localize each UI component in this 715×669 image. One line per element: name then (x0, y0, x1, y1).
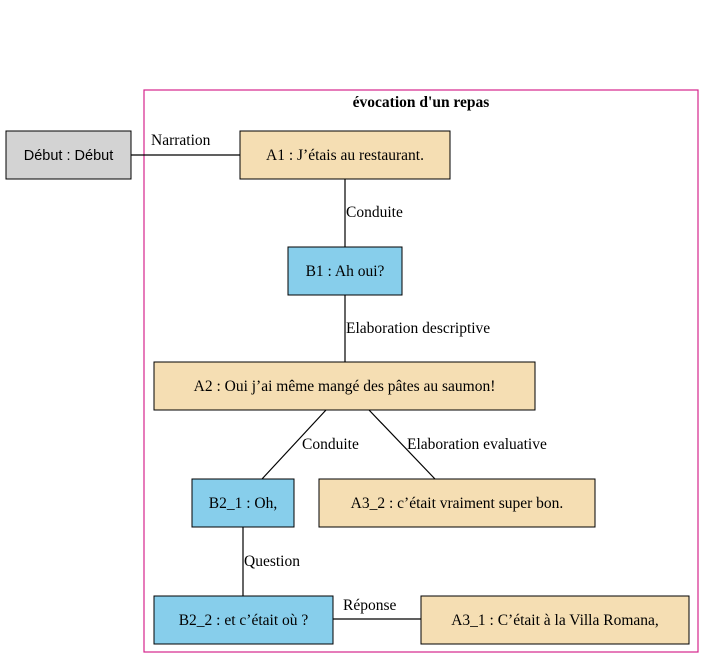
node-debut-box (5, 130, 132, 180)
node-b1[interactable]: B1 : Ah oui? (287, 246, 403, 296)
edge-label-narration: Narration (151, 132, 211, 149)
node-debut-label: Début : Début (24, 148, 113, 164)
node-a3-2-box (318, 478, 596, 528)
cluster-evocation-repas: évocation d'un repas (143, 89, 699, 653)
edge-label-conduite-1: Conduite (346, 204, 403, 221)
cluster-title: évocation d'un repas (353, 94, 490, 111)
node-b2-1[interactable]: B2_1 : Oh, (191, 478, 295, 528)
cluster-border (143, 89, 699, 653)
edge-label-conduite-2: Conduite (302, 436, 359, 453)
edge-label-elaboration-descriptive: Elaboration descriptive (346, 320, 490, 337)
node-a1[interactable]: A1 : J’étais au restaurant. (239, 130, 451, 180)
node-b2-2-box (153, 595, 334, 645)
edge-a2-b2-1 (261, 409, 327, 480)
node-debut[interactable]: Début : Début (5, 130, 132, 180)
edges (131, 154, 436, 620)
nodes: Début : Début A1 : J’étais au restaurant… (5, 130, 690, 645)
node-b2-2[interactable]: B2_2 : et c’était où ? (153, 595, 334, 645)
edge-label-elaboration-evaluative: Elaboration evaluative (407, 436, 547, 453)
node-a3-1[interactable]: A3_1 : C’était à la Villa Romana, (420, 595, 690, 645)
node-a3-2-label: A3_2 : c’était vraiment super bon. (351, 495, 564, 512)
node-a2[interactable]: A2 : Oui j’ai même mangé des pâtes au sa… (153, 361, 536, 411)
node-b2-1-label: B2_1 : Oh, (209, 495, 277, 512)
node-a2-label: A2 : Oui j’ai même mangé des pâtes au sa… (194, 378, 496, 395)
node-a3-2[interactable]: A3_2 : c’était vraiment super bon. (318, 478, 596, 528)
edge-a2-a3-2 (368, 409, 436, 480)
node-a2-box (153, 361, 536, 411)
edge-label-reponse: Réponse (343, 597, 397, 614)
edge-labels: Narration Conduite Elaboration descripti… (151, 132, 547, 614)
node-a1-label: A1 : J’étais au restaurant. (266, 147, 424, 164)
node-a3-1-label: A3_1 : C’était à la Villa Romana, (451, 612, 659, 629)
node-b2-2-label: B2_2 : et c’était où ? (179, 612, 309, 629)
node-a1-box (239, 130, 451, 180)
node-b1-box (287, 246, 403, 296)
node-a3-1-box (420, 595, 690, 645)
edge-label-question: Question (244, 553, 300, 570)
node-b2-1-box (191, 478, 295, 528)
node-b1-label: B1 : Ah oui? (306, 263, 385, 280)
